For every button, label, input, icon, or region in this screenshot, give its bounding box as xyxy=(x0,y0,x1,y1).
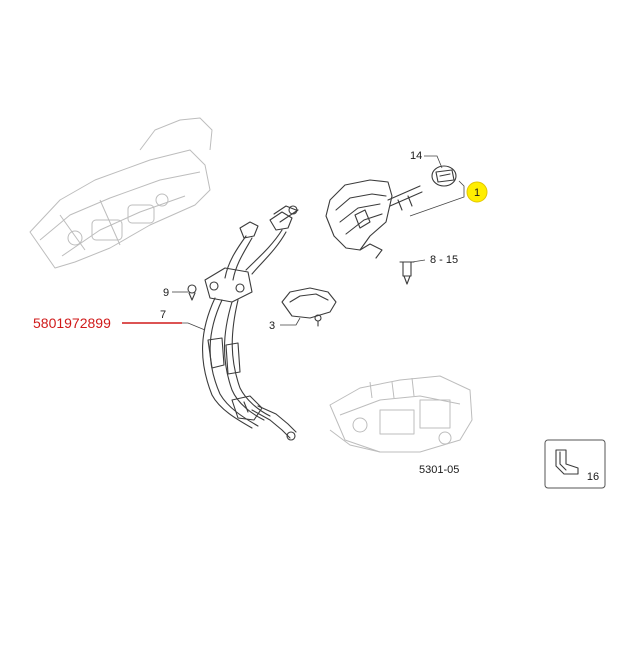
gear-lever-housing xyxy=(325,165,457,259)
callout-3: 3 xyxy=(269,320,275,332)
inset-box-part-16: 16 xyxy=(544,439,606,489)
diagram-code: 5301-05 xyxy=(419,464,459,476)
gearbox-illustration xyxy=(329,375,473,453)
callout-16: 16 xyxy=(587,471,599,483)
leader-lines xyxy=(172,155,575,476)
part-number-label: 5801972899 xyxy=(33,315,111,331)
callout-8-15: 8 - 15 xyxy=(430,254,458,266)
gasket-part-3 xyxy=(281,287,337,327)
gear-cable-assembly xyxy=(201,205,299,441)
bolt-part-9 xyxy=(187,284,197,301)
callout-9: 9 xyxy=(163,287,169,299)
callout-1: 1 xyxy=(474,187,480,199)
bolt-part-8 xyxy=(399,261,415,285)
callout-7: 7 xyxy=(160,309,166,321)
callout-14: 14 xyxy=(410,150,422,162)
dashboard-illustration xyxy=(29,117,213,269)
callout-1-highlight xyxy=(466,181,488,203)
